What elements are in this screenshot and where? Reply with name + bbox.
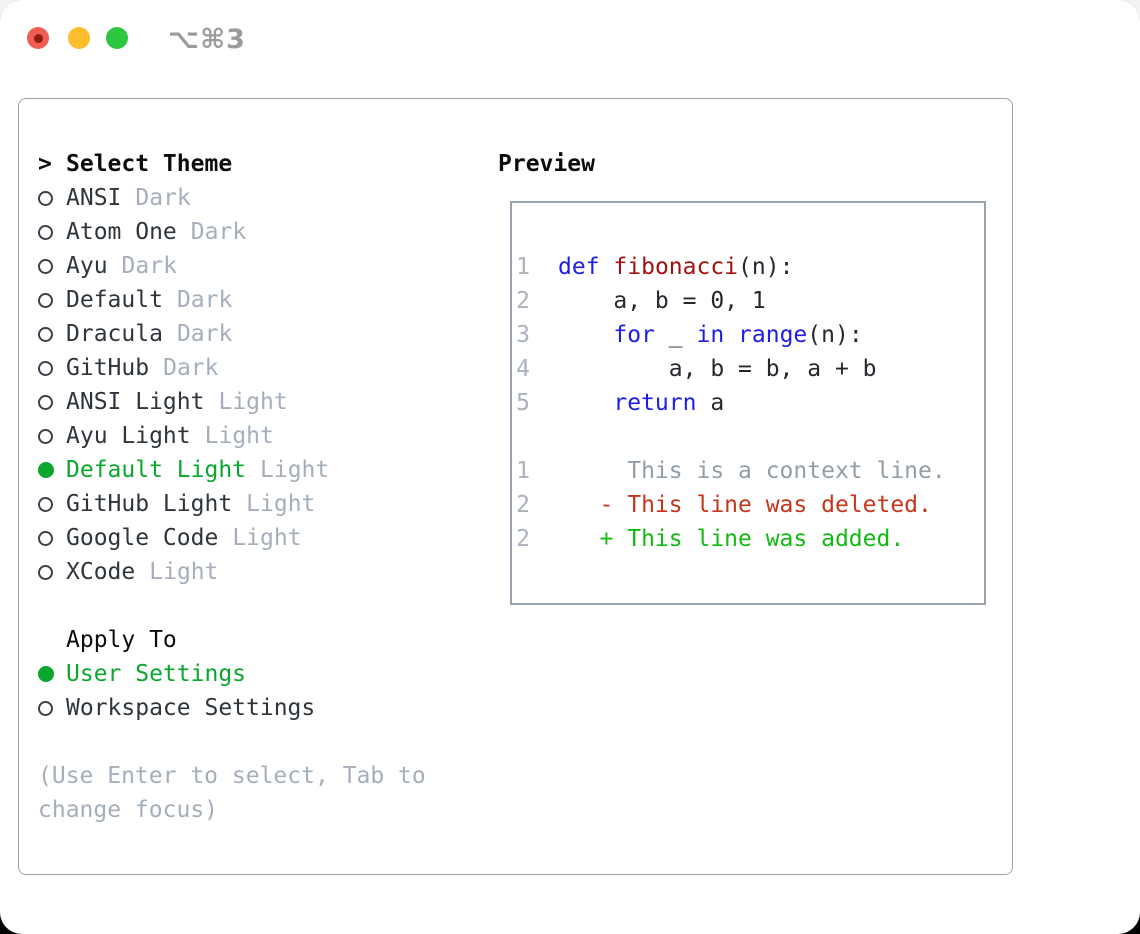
theme-option-default-light[interactable]: Default Light Light	[38, 453, 426, 487]
line-number: 1	[516, 254, 530, 280]
diff-context-line: 1 This is a context line.	[516, 458, 946, 484]
main-panel: > Select Theme ANSI Dark Atom One Dark A…	[18, 98, 1013, 875]
diff-added-line: 2 + This line was added.	[516, 526, 905, 552]
preview-title: Preview	[498, 151, 595, 177]
pointer-icon: >	[38, 151, 52, 177]
theme-option-ansi-dark[interactable]: ANSI Dark	[38, 181, 426, 215]
theme-option-default-dark[interactable]: Default Dark	[38, 283, 426, 317]
apply-option-label: Workspace Settings	[66, 695, 316, 721]
line-number: 3	[516, 322, 530, 348]
line-number: 2	[516, 288, 530, 314]
theme-name: Dracula	[66, 321, 163, 347]
maximize-button[interactable]	[106, 27, 128, 49]
radio-icon	[38, 224, 53, 240]
apply-to-header: Apply To	[38, 623, 426, 657]
preview-column: Preview 1 def fibonacci(n): 2 a, b = 0, …	[498, 147, 986, 605]
theme-name: Ayu Light	[66, 423, 191, 449]
code-line: 1 def fibonacci(n):	[516, 254, 794, 280]
theme-tag: Dark	[176, 287, 233, 313]
line-number: 4	[516, 356, 530, 382]
theme-name: XCode	[66, 559, 136, 585]
theme-option-dracula-dark[interactable]: Dracula Dark	[38, 317, 426, 351]
window-shortcut-label: ⌥⌘3	[168, 24, 246, 55]
hint-text-line1: (Use Enter to select, Tab to	[38, 763, 426, 789]
preview-pane: 1 def fibonacci(n): 2 a, b = 0, 1 3 for …	[510, 201, 986, 605]
radio-selected-icon	[38, 462, 54, 478]
radio-icon	[38, 700, 53, 716]
line-number: 2	[516, 526, 530, 552]
close-button[interactable]	[27, 27, 49, 49]
radio-icon	[38, 564, 53, 580]
theme-tag: Light	[204, 423, 274, 449]
theme-option-google-code-light[interactable]: Google Code Light	[38, 521, 426, 555]
line-number: 5	[516, 390, 530, 416]
apply-to-title: Apply To	[66, 627, 177, 653]
radio-selected-icon	[38, 666, 54, 682]
code-line: 5 return a	[516, 390, 725, 416]
theme-name: ANSI	[66, 185, 122, 211]
spacer	[38, 589, 426, 623]
radio-icon	[38, 394, 53, 410]
theme-tag: Dark	[176, 321, 233, 347]
theme-picker: > Select Theme ANSI Dark Atom One Dark A…	[38, 147, 426, 827]
radio-icon	[38, 360, 53, 376]
theme-option-github-light[interactable]: GitHub Light Light	[38, 487, 426, 521]
radio-icon	[38, 190, 53, 206]
diff-deleted-line: 2 - This line was deleted.	[516, 492, 932, 518]
line-number: 1	[516, 458, 530, 484]
theme-tag: Light	[232, 525, 302, 551]
theme-name: Ayu	[66, 253, 108, 279]
theme-name: GitHub Light	[66, 491, 233, 517]
theme-name: ANSI Light	[66, 389, 205, 415]
theme-name: Default Light	[66, 457, 247, 483]
code-line-blank	[516, 420, 984, 454]
apply-option-label: User Settings	[66, 661, 247, 687]
theme-tag: Dark	[121, 253, 177, 279]
theme-option-ayu-dark[interactable]: Ayu Dark	[38, 249, 426, 283]
apply-option-workspace-settings[interactable]: Workspace Settings	[38, 691, 426, 725]
close-dot-icon	[33, 33, 43, 43]
theme-option-github-dark[interactable]: GitHub Dark	[38, 351, 426, 385]
spacer	[38, 725, 426, 759]
theme-option-xcode-light[interactable]: XCode Light	[38, 555, 426, 589]
theme-option-ayu-light[interactable]: Ayu Light Light	[38, 419, 426, 453]
hint-text-line2: change focus)	[38, 797, 219, 823]
theme-tag: Light	[149, 559, 219, 585]
radio-icon	[38, 292, 53, 308]
theme-tag: Dark	[135, 185, 191, 211]
theme-tag: Light	[246, 491, 316, 517]
theme-option-ansi-light[interactable]: ANSI Light Light	[38, 385, 426, 419]
radio-icon	[38, 496, 53, 512]
radio-icon	[38, 326, 53, 342]
radio-icon	[38, 258, 53, 274]
line-number: 2	[516, 492, 530, 518]
theme-tag: Dark	[163, 355, 219, 381]
radio-icon	[38, 428, 53, 444]
titlebar: ⌥⌘3	[0, 0, 1140, 76]
apply-option-user-settings[interactable]: User Settings	[38, 657, 426, 691]
theme-option-atom-one-dark[interactable]: Atom One Dark	[38, 215, 426, 249]
radio-icon	[38, 530, 53, 546]
theme-name: GitHub	[66, 355, 150, 381]
theme-name: Google Code	[66, 525, 219, 551]
theme-tag: Light	[218, 389, 288, 415]
theme-tag: Dark	[190, 219, 247, 245]
minimize-button[interactable]	[68, 27, 90, 49]
code-line: 3 for _ in range(n):	[516, 322, 863, 348]
select-theme-header: > Select Theme	[38, 147, 426, 181]
code-line: 2 a, b = 0, 1	[516, 288, 766, 314]
code-line: 4 a, b = b, a + b	[516, 356, 877, 382]
theme-name: Atom One	[66, 219, 177, 245]
theme-tag: Light	[260, 457, 330, 483]
select-theme-title: Select Theme	[66, 151, 233, 177]
theme-name: Default	[66, 287, 163, 313]
